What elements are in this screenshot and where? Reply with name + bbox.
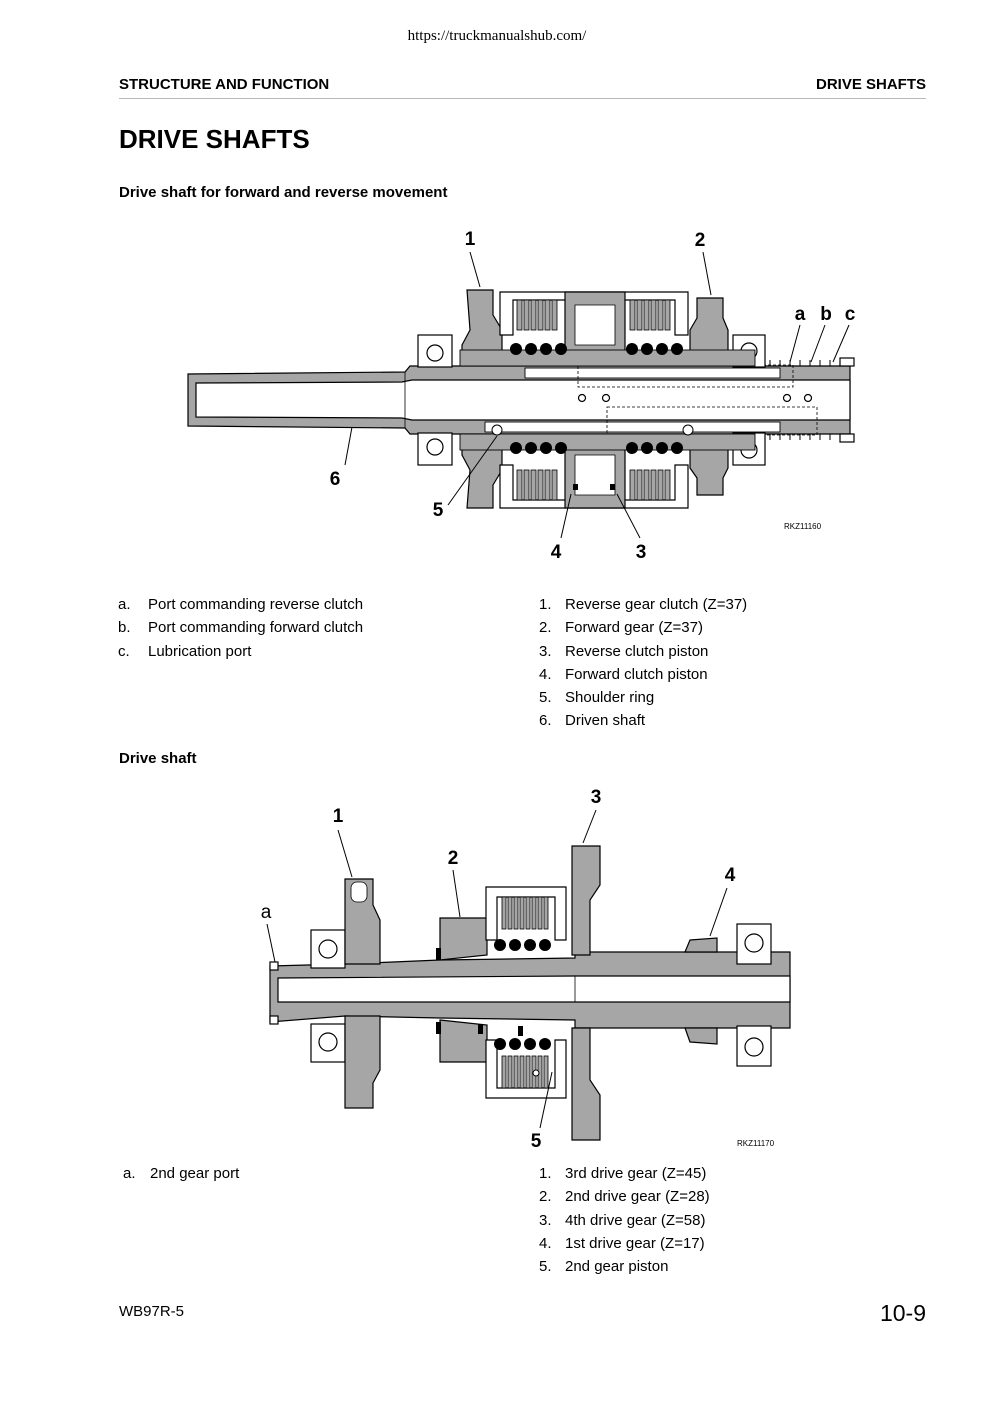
figure1-heading: Drive shaft for forward and reverse move… <box>119 184 448 201</box>
legend-text: 1st drive gear (Z=17) <box>565 1234 705 1252</box>
header-divider <box>119 98 926 99</box>
figure2-callout: 4 <box>725 865 736 886</box>
figure1-callout: 3 <box>636 542 647 563</box>
figure1-legend-left: a. Port commanding reverse clutch b. Port … <box>118 593 363 663</box>
figure1-callout: 6 <box>330 469 341 490</box>
figure1-legend-right: 1. Reverse gear clutch (Z=37) 2. Forward g… <box>539 593 747 733</box>
legend-key: 2. <box>539 1188 552 1206</box>
legend-item: 4. 1st drive gear (Z=17) <box>539 1232 710 1255</box>
legend-key: 4. <box>539 1234 552 1252</box>
legend-key: a. <box>123 1165 136 1182</box>
figure1-callout: 4 <box>551 542 562 563</box>
legend-key: 2. <box>539 619 552 637</box>
legend-item: b. Port commanding forward clutch <box>118 616 363 639</box>
legend-text: 3rd drive gear (Z=45) <box>565 1165 707 1182</box>
figure2-legend-right: 1. 3rd drive gear (Z=45) 2. 2nd drive gear… <box>539 1162 710 1278</box>
legend-text: 4th drive gear (Z=58) <box>565 1211 706 1229</box>
header-section: STRUCTURE AND FUNCTION <box>119 76 330 93</box>
legend-item: c. Lubrication port <box>118 640 363 663</box>
page-number: 10-9 <box>879 1300 926 1326</box>
legend-key: c. <box>118 642 130 660</box>
figure1-callout: b <box>820 304 832 325</box>
legend-key: 5. <box>539 689 552 707</box>
header-chapter: DRIVE SHAFTS <box>815 76 926 93</box>
legend-text: Reverse clutch piston <box>565 642 709 660</box>
legend-item: 6. Driven shaft <box>539 709 747 732</box>
figure1-callout: 5 <box>433 500 444 521</box>
legend-text: Port commanding forward clutch <box>148 619 364 637</box>
figure1-callout: c <box>845 304 856 325</box>
figure2-drawing-code: RKZ11170 <box>737 1139 775 1148</box>
figure2-callout: 5 <box>531 1131 542 1152</box>
footer-model: WB97R-5 <box>119 1303 185 1320</box>
legend-item: 1. Reverse gear clutch (Z=37) <box>539 593 747 616</box>
legend-text: Reverse gear clutch (Z=37) <box>565 596 748 613</box>
legend-key: 3. <box>539 1211 552 1229</box>
figure2-callout: 1 <box>333 806 344 827</box>
figure2-drawing: 1 2 3 4 a 5 RKZ11170 <box>261 787 791 1152</box>
legend-item: a. Port commanding reverse clutch <box>118 593 363 616</box>
legend-text: 2nd drive gear (Z=28) <box>565 1188 710 1206</box>
figure2-callout: 2 <box>448 848 459 869</box>
legend-item: 2. 2nd drive gear (Z=28) <box>539 1185 710 1208</box>
figure2-heading: Drive shaft <box>119 750 197 767</box>
legend-item: 1. 3rd drive gear (Z=45) <box>539 1162 710 1185</box>
legend-key: 4. <box>539 665 552 683</box>
legend-text: Forward gear (Z=37) <box>565 619 703 637</box>
figure2-callout: 3 <box>591 787 602 808</box>
legend-text: 2nd gear port <box>150 1165 240 1182</box>
figure1-callout: 1 <box>465 229 476 250</box>
legend-key: 1. <box>539 596 552 613</box>
legend-text: Lubrication port <box>148 642 252 660</box>
legend-item: 2. Forward gear (Z=37) <box>539 616 747 639</box>
legend-text: 2nd gear piston <box>565 1258 669 1276</box>
legend-key: 1. <box>539 1165 552 1182</box>
legend-key: 6. <box>539 712 552 730</box>
figure1-drawing: 1 2 a b c 6 5 4 3 RKZ11160 <box>187 229 856 563</box>
legend-item: 5. Shoulder ring <box>539 686 747 709</box>
page-title: DRIVE SHAFTS <box>119 124 310 154</box>
figure1-drawing-code: RKZ11160 <box>784 522 822 531</box>
source-url: https://truckmanualshub.com/ <box>407 28 587 44</box>
figure2-callout: a <box>261 902 272 923</box>
legend-text: Port commanding reverse clutch <box>148 596 364 613</box>
figure2-legend-left: a. 2nd gear port <box>123 1162 239 1185</box>
legend-item: 3. 4th drive gear (Z=58) <box>539 1209 710 1232</box>
legend-key: 5. <box>539 1258 552 1276</box>
legend-key: a. <box>118 596 131 613</box>
legend-item: 3. Reverse clutch piston <box>539 640 747 663</box>
legend-item: 4. Forward clutch piston <box>539 663 747 686</box>
figure1-callout: 2 <box>695 230 706 251</box>
legend-key: b. <box>118 619 131 637</box>
figure1-callout: a <box>795 304 806 325</box>
legend-text: Forward clutch piston <box>565 665 708 683</box>
legend-key: 3. <box>539 642 552 660</box>
legend-text: Driven shaft <box>565 712 646 730</box>
legend-item: a. 2nd gear port <box>123 1162 239 1185</box>
legend-item: 5. 2nd gear piston <box>539 1255 710 1278</box>
legend-text: Shoulder ring <box>565 689 655 707</box>
